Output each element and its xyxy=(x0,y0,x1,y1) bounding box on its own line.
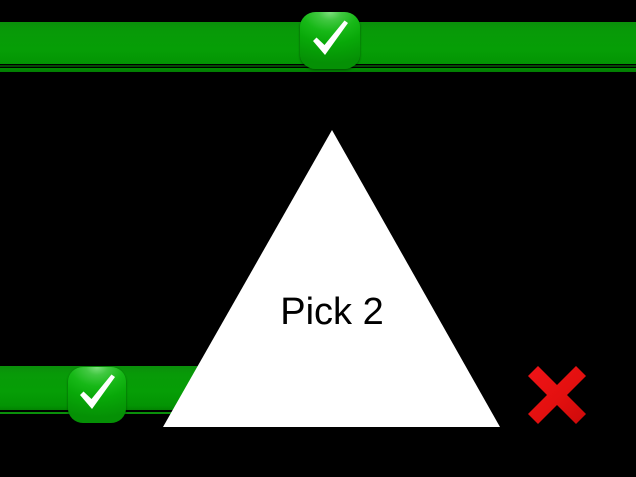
check-mark-button-icon[interactable] xyxy=(300,12,360,69)
cross-mark-icon[interactable] xyxy=(517,363,597,427)
pick-triangle-label: Pick 2 xyxy=(280,291,384,333)
check-mark-button-icon[interactable] xyxy=(68,367,126,423)
